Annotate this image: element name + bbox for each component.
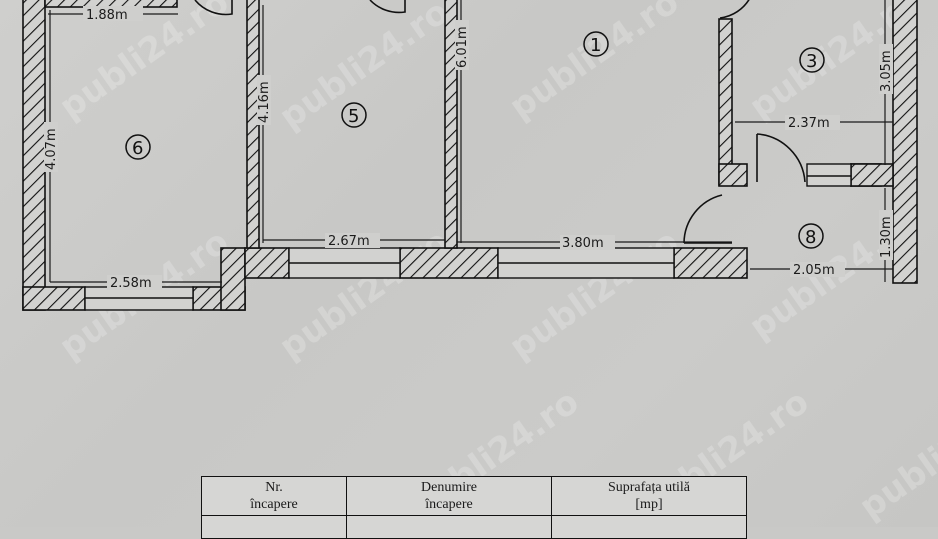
- dim-room6-height: 4.07m: [44, 128, 59, 170]
- room-number-5: 5: [348, 106, 359, 127]
- walls: [22, 0, 918, 311]
- wall-room3-bottom-left: [718, 163, 748, 187]
- wall-room6-left: [22, 0, 46, 311]
- door-room3-bottom: [756, 133, 806, 183]
- dim-room8-height: 1.30m: [879, 216, 894, 258]
- wall-bottom-b: [399, 247, 499, 279]
- col-header-usable-area: Suprafața utilă[mp]: [551, 476, 747, 516]
- dim-room1-height: 6.01m: [455, 26, 470, 68]
- room-number-8: 8: [805, 227, 816, 248]
- doors: [194, 0, 806, 244]
- wall-5-1: [444, 0, 458, 249]
- wall-room6-bottom-left: [22, 286, 86, 311]
- door-room6: [194, 0, 233, 16]
- room-number-6: 6: [132, 138, 143, 159]
- dim-room1-width: 3.80m: [562, 236, 604, 251]
- svg-text:publi24.ro: publi24.ro: [52, 0, 236, 127]
- wall-right: [892, 0, 918, 284]
- dim-room6-bottom: 2.58m: [110, 276, 152, 291]
- door-room8: [683, 194, 732, 244]
- wall-bottom-c: [673, 247, 748, 279]
- window-room3: [806, 163, 852, 187]
- wall-bottom-a: [244, 247, 290, 279]
- dimension-labels: 1.88m 4.07m 2.58m 4.16m 2.67m 6.01m 3.80…: [44, 6, 894, 291]
- table-row: [201, 515, 747, 539]
- dim-room5-width: 2.67m: [328, 234, 370, 249]
- col-header-room-number: Nr.încapere: [201, 476, 347, 516]
- wall-room3-corner: [850, 163, 894, 187]
- dim-room8-width: 2.05m: [793, 263, 835, 278]
- room-labels: 1 3 5 6 8: [125, 31, 825, 249]
- wall-corner: [220, 247, 246, 311]
- svg-text:publi24.ro: publi24.ro: [272, 0, 456, 137]
- door-room3-top: [719, 0, 750, 19]
- dim-room6-top: 1.88m: [86, 8, 128, 23]
- dim-room3-height: 3.05m: [879, 50, 894, 92]
- wall-room6-top: [44, 0, 178, 8]
- room-number-1: 1: [590, 35, 601, 56]
- wall-room3-left: [718, 18, 733, 186]
- dim-room5-height: 4.16m: [257, 81, 272, 123]
- room-number-3: 3: [806, 51, 817, 72]
- door-room5: [369, 0, 406, 14]
- svg-text:publi24.ro: publi24.ro: [852, 382, 938, 527]
- svg-text:publi24.ro: publi24.ro: [502, 0, 686, 127]
- floor-plan-drawing: publi24.ro publi24.ro publi24.ro publi24…: [22, 0, 938, 527]
- dim-room3-width: 2.37m: [788, 116, 830, 131]
